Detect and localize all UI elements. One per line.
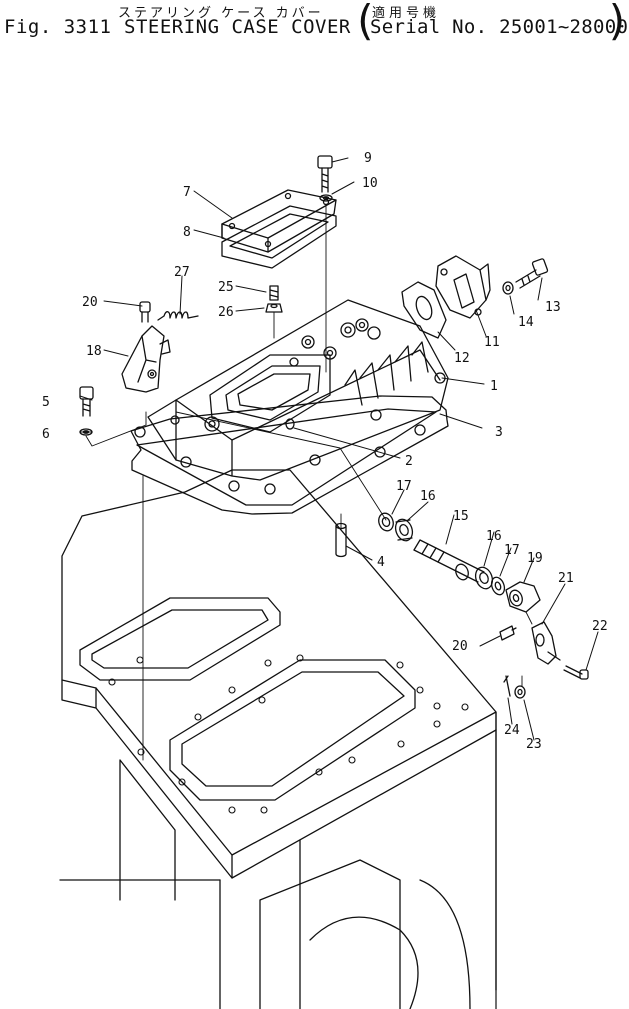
right-bracket: ) [605, 0, 629, 45]
callout-7: 7 [183, 185, 191, 200]
callout-21: 21 [558, 571, 574, 586]
callout-labels: 1 2 3 4 5 6 7 8 9 10 11 12 13 14 15 16 1… [42, 151, 608, 752]
lever-21 [531, 621, 561, 665]
gasket-12 [401, 281, 447, 339]
gasket-3 [130, 395, 449, 515]
callout-3: 3 [495, 425, 503, 440]
plug-2 [285, 418, 295, 430]
callout-27: 27 [174, 265, 190, 280]
applicability-japanese: 適用号機 [372, 6, 441, 21]
callout-15: 15 [453, 509, 469, 524]
bracket-18 [121, 325, 171, 393]
page-title: STEERING CASE COVER [124, 16, 351, 38]
bolt-9 [317, 155, 333, 193]
lever-19 [505, 581, 541, 613]
nut-26 [265, 303, 283, 313]
spring-27 [157, 311, 199, 321]
washer-23 [514, 685, 526, 699]
callout-8: 8 [183, 225, 191, 240]
callout-17-left: 17 [396, 479, 412, 494]
callout-16-left: 16 [420, 489, 436, 504]
callout-9: 9 [364, 151, 372, 166]
callout-13: 13 [545, 300, 561, 315]
callout-20-lower: 20 [452, 639, 468, 654]
pin-24 [503, 675, 511, 697]
callout-20-upper: 20 [82, 295, 98, 310]
callout-12: 12 [454, 351, 470, 366]
callout-24: 24 [504, 723, 520, 738]
seal-17-left [378, 512, 394, 532]
steering-case-body [59, 469, 497, 1009]
callout-22: 22 [592, 619, 608, 634]
steering-case-cover [134, 299, 449, 495]
cover-plate-7 [221, 189, 337, 253]
bearing-16-right [474, 566, 494, 590]
flange-11 [435, 255, 491, 319]
callout-10: 10 [362, 176, 378, 191]
callout-6: 6 [42, 427, 50, 442]
title-japanese: ステアリング ケース カバー [118, 6, 324, 21]
callout-18: 18 [86, 344, 102, 359]
callout-17-right: 17 [504, 543, 520, 558]
callout-2: 2 [405, 454, 413, 469]
guide-lines [85, 203, 533, 1009]
callout-26: 26 [218, 305, 234, 320]
washer-14 [502, 281, 514, 295]
figure-number: Fig. 3311 [4, 16, 112, 38]
callout-25: 25 [218, 280, 234, 295]
shaft-15 [413, 539, 485, 583]
serial-range: Serial No. 25001~28000 [370, 16, 629, 38]
callout-5: 5 [42, 395, 50, 410]
cover-gasket-8 [221, 205, 337, 269]
callout-1: 1 [490, 379, 498, 394]
bolt-5 [79, 386, 94, 417]
leader-lines [79, 157, 599, 741]
bolt-20-upper [139, 301, 151, 323]
bolt-13 [515, 258, 549, 289]
callout-23: 23 [526, 737, 542, 752]
breather-25 [269, 285, 279, 301]
bolt-20-lower [499, 625, 517, 641]
washer-10 [319, 194, 333, 202]
left-bracket: ( [352, 0, 378, 45]
seal-17-right [490, 576, 506, 596]
callout-4: 4 [377, 555, 385, 570]
callout-11: 11 [484, 335, 500, 350]
callout-16-right: 16 [486, 529, 502, 544]
bearing-16-left [394, 518, 414, 542]
callout-14: 14 [518, 315, 534, 330]
callout-19: 19 [527, 551, 543, 566]
bolt-22 [563, 665, 589, 680]
